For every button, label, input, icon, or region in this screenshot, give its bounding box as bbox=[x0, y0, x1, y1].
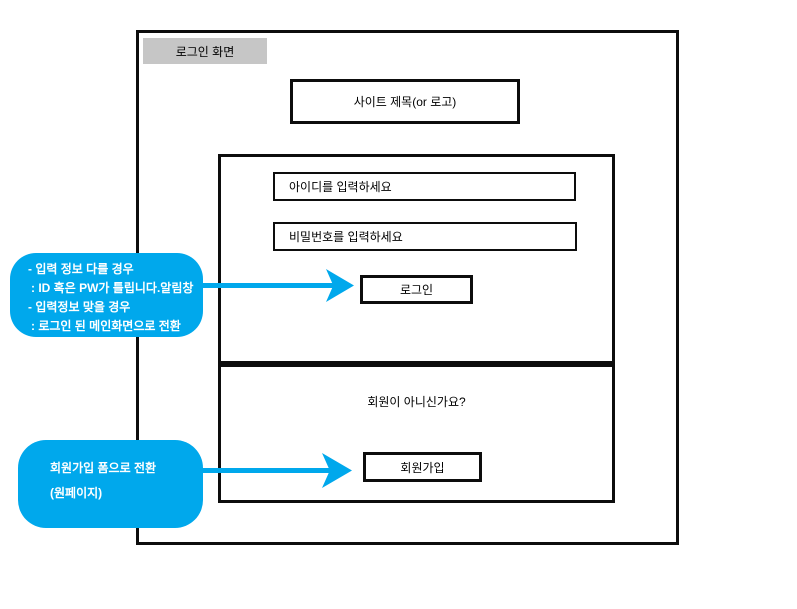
callout-line: : ID 혹은 PW가 틀립니다.알림창 bbox=[31, 281, 194, 295]
signup-nav-callout: 회원가입 폼으로 전환 (원페이지) bbox=[18, 440, 203, 528]
callout-line: - 입력정보 맞을 경우 bbox=[28, 300, 131, 314]
callout-line: (원페이지) bbox=[50, 486, 103, 500]
login-result-callout: - 입력 정보 다를 경우 : ID 혹은 PW가 틀립니다.알림창 - 입력정… bbox=[10, 253, 203, 337]
password-input[interactable] bbox=[273, 222, 577, 251]
signup-button[interactable]: 회원가입 bbox=[363, 452, 482, 482]
arrow-tail bbox=[202, 468, 330, 473]
callout-line: : 로그인 된 메인화면으로 전환 bbox=[31, 319, 181, 333]
id-input[interactable] bbox=[273, 172, 576, 201]
login-button[interactable]: 로그인 bbox=[360, 275, 473, 304]
signup-prompt-text: 회원이 아니신가요? bbox=[367, 395, 466, 409]
site-title-box: 사이트 제목(or 로고) bbox=[290, 79, 520, 124]
callout-line: 회원가입 폼으로 전환 bbox=[50, 461, 157, 475]
callout-line: - 입력 정보 다를 경우 bbox=[28, 262, 134, 276]
signup-section: 회원이 아니신가요? 회원가입 bbox=[218, 364, 615, 503]
frame-title-label: 로그인 화면 bbox=[143, 38, 267, 64]
arrow-tail bbox=[202, 283, 334, 288]
login-section: 로그인 bbox=[218, 154, 615, 364]
